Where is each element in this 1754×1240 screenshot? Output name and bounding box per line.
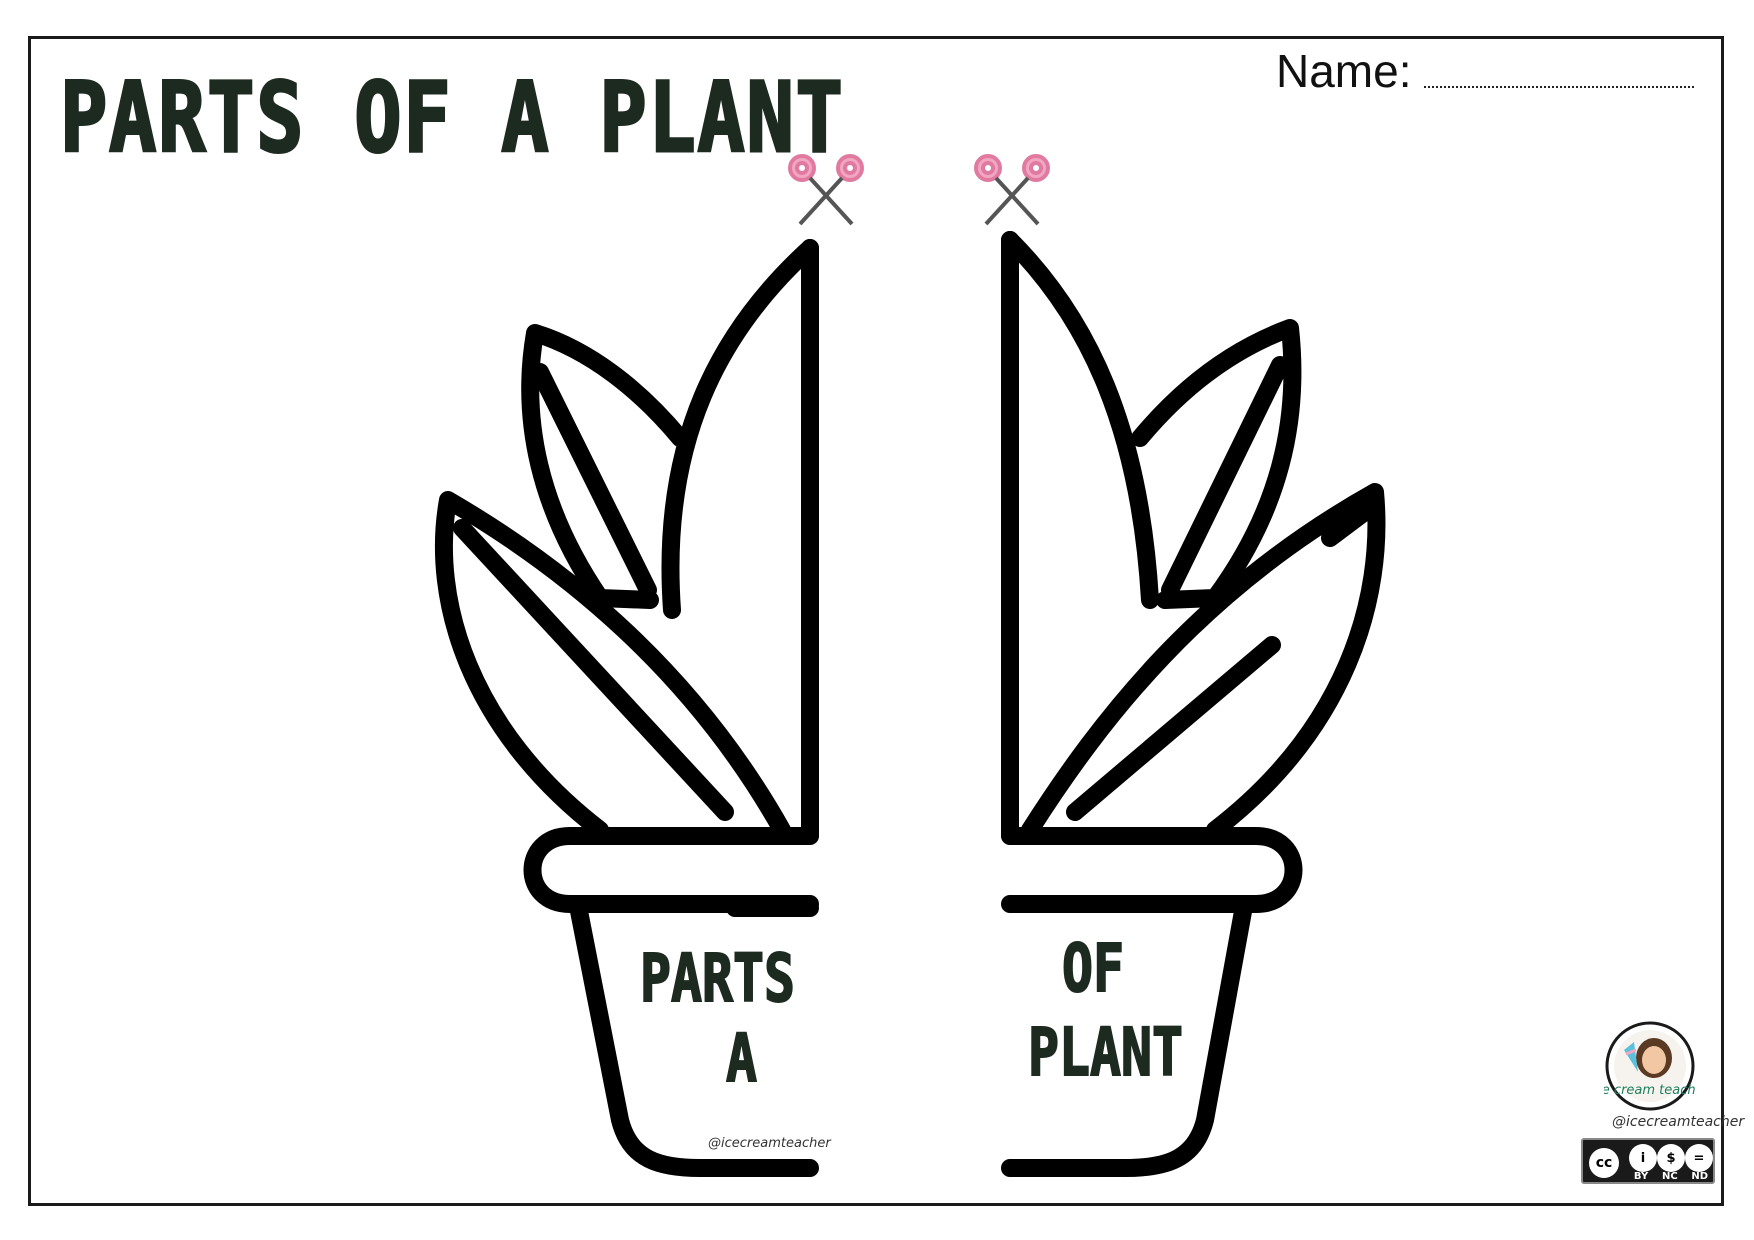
page-title: PARTS OF A PLANT [59,61,845,176]
license-labels: BY NC ND [1627,1171,1715,1182]
pot-word-a: A [725,1019,758,1098]
name-label: Name: [1276,45,1412,97]
pot-word-plant: PLANT [1027,1013,1184,1092]
pot-word-of: OF [1061,929,1125,1008]
left-back-leaf [521,324,689,609]
left-pot-body [569,897,819,1177]
right-pot-rim [1001,827,1303,913]
credit-handle: @icecreamteacher [708,1136,831,1151]
creative-commons-icon: cc i $ = BY NC ND [1581,1138,1715,1184]
left-back-leaf-vein [531,363,657,599]
logo-handle: @icecreamteacher [1612,1114,1745,1130]
scissors-icon [788,154,864,226]
worksheet-border [28,36,1724,1206]
cut-gap [820,230,1000,1190]
pot-word-parts: PARTS [639,939,796,1018]
right-back-leaf [1131,319,1302,609]
by-person-icon: i [1629,1144,1657,1172]
right-front-leaf [1021,483,1386,839]
license-label-by: BY [1633,1171,1649,1182]
left-tall-leaf [661,239,819,619]
license-label-nd: ND [1691,1171,1709,1182]
right-back-leaf-vein [1161,356,1289,599]
name-blank-line[interactable] [1424,86,1694,88]
right-tall-leaf [1001,231,1159,609]
left-front-leaf [434,491,791,839]
nd-equals-icon: = [1685,1144,1713,1172]
license-label-nc: NC [1661,1171,1678,1182]
cc-symbol: cc [1589,1148,1619,1178]
nc-dollar-icon: $ [1657,1144,1685,1172]
left-pot-rim [523,827,819,913]
scissors-icon [974,154,1050,226]
logo-text: ice cream teacher [1604,1083,1696,1098]
right-pot-body [1001,897,1253,1177]
name-field[interactable]: Name: [1276,44,1696,100]
left-front-leaf-vein [453,519,734,821]
avatar-logo: ice cream teacher [1604,1021,1696,1111]
right-front-leaf-tip [1321,499,1379,547]
right-front-leaf-vein [1066,636,1281,821]
